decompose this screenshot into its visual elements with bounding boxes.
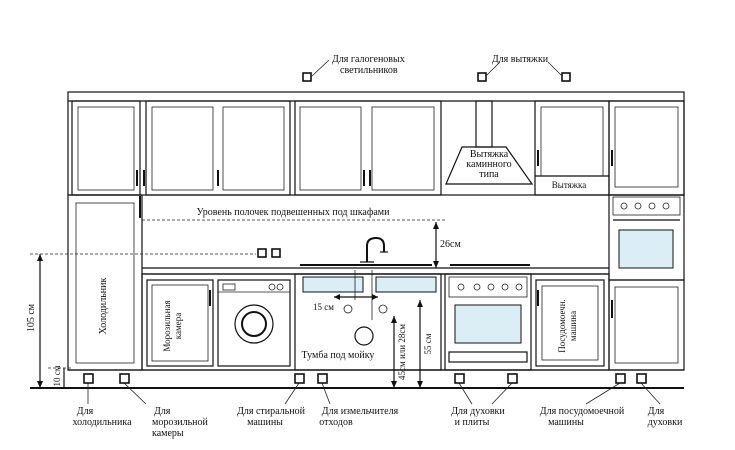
upper-cabinets (67, 91, 685, 196)
floor-outlets (83, 373, 661, 405)
dim-26cm-label: 26см (440, 239, 461, 250)
dim-55cm: 55 см (417, 300, 433, 388)
svg-text:машины: машины (247, 417, 283, 428)
cabinet-hood: Вытяжка (535, 175, 609, 190)
dishwasher: Посудомоечн. машина (535, 279, 605, 367)
svg-text:Для стиральной: Для стиральной (237, 406, 306, 417)
svg-text:Для: Для (648, 406, 665, 417)
hood-outlets: Для вытяжки (477, 54, 571, 82)
outlet-dishwasher-label: Для посудомоечной машины (540, 406, 625, 428)
outlet-washer-label: Для стиральной машины (237, 406, 306, 428)
fireplace-hood-label-1: Вытяжка (470, 149, 509, 160)
dim-45-28cm: 45см или 28см (391, 316, 407, 388)
dishwasher-label-1: Посудомоечн. (557, 299, 567, 353)
shelf-level-label: Уровень полочек подвешенных под шкафами (197, 207, 391, 218)
svg-text:Для духовки: Для духовки (451, 406, 505, 417)
halogen-label-1: Для галогеновых (332, 54, 405, 65)
freezer-label-1: Морозильная (162, 300, 172, 351)
sink-cabinet-label: Тумба под мойку (302, 350, 375, 361)
stove (444, 273, 532, 371)
fireplace-hood-label-3: типа (479, 169, 499, 180)
svg-text:машины: машины (548, 417, 584, 428)
outlet-freezer-label: Для морозильной камеры (152, 406, 209, 439)
fridge-column: Холодильник (67, 194, 143, 371)
svg-text:холодильника: холодильника (72, 417, 132, 428)
halogen-label-2: светильников (340, 65, 398, 76)
cabinet-hood-label: Вытяжка (552, 180, 586, 190)
svg-text:Для: Для (77, 406, 94, 417)
hood-outlets-label: Для вытяжки (492, 54, 549, 65)
halogen-outlet: Для галогеновых светильников (302, 54, 405, 82)
shelf-level: Уровень полочек подвешенных под шкафами (142, 207, 445, 221)
dim-55cm-label: 55 см (423, 333, 433, 354)
outlet-grinder-label: Для измельчителя отходов (319, 406, 398, 428)
dim-105cm: 105 см (26, 254, 43, 388)
svg-text:отходов: отходов (319, 417, 353, 428)
svg-text:духовки: духовки (648, 417, 683, 428)
dim-26cm: 26см (433, 222, 461, 268)
worktop-outlets (257, 248, 281, 258)
fireplace-hood: Вытяжка каминного типа (445, 100, 534, 185)
dim-105cm-label: 105 см (26, 303, 37, 332)
svg-text:и плиты: и плиты (455, 417, 490, 428)
outlet-fridge-label: Для холодильника (72, 406, 132, 428)
dim-10cm-label: 10 см (52, 365, 62, 386)
fireplace-hood-label-2: каминного (466, 159, 511, 170)
svg-text:морозильной: морозильной (152, 417, 209, 428)
outlet-oven-label: Для духовки (648, 406, 683, 428)
fridge-label: Холодильник (98, 278, 109, 335)
dishwasher-label-2: машина (568, 311, 578, 341)
faucet-icon (360, 236, 388, 263)
dim-45-28cm-label: 45см или 28см (397, 324, 407, 380)
svg-text:Для: Для (154, 406, 171, 417)
sink-cabinet: 15 см Тумба под мойку (294, 270, 442, 371)
dim-15cm-label: 15 см (313, 302, 334, 312)
svg-text:Для посудомоечной: Для посудомоечной (540, 406, 625, 417)
dim-10cm: 10 см (48, 365, 72, 388)
freezer-label-2: камера (173, 313, 183, 339)
outlet-oven-hob-label: Для духовки и плиты (451, 406, 505, 428)
freezer-cabinet: Морозильная камера (146, 279, 214, 367)
oven-column (608, 194, 685, 371)
svg-text:Для измельчителя: Для измельчителя (322, 406, 399, 417)
washing-machine (217, 279, 291, 367)
svg-text:камеры: камеры (152, 428, 184, 439)
